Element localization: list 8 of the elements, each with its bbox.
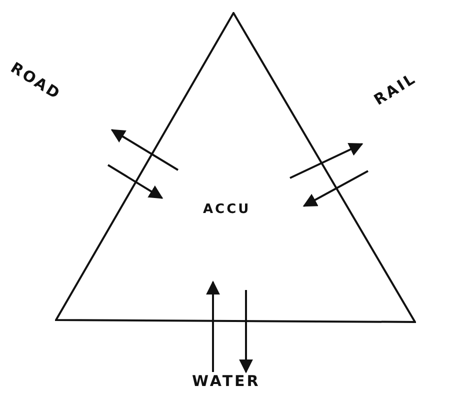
flow-arrow bbox=[239, 290, 253, 374]
center-label: ACCU bbox=[203, 202, 251, 217]
flow-arrow bbox=[107, 164, 164, 199]
mode-label: WATER bbox=[192, 372, 260, 390]
flow-arrow bbox=[110, 129, 179, 171]
flow-arrow bbox=[206, 280, 220, 372]
flow-arrow bbox=[302, 170, 368, 207]
flow-arrow bbox=[290, 143, 364, 179]
